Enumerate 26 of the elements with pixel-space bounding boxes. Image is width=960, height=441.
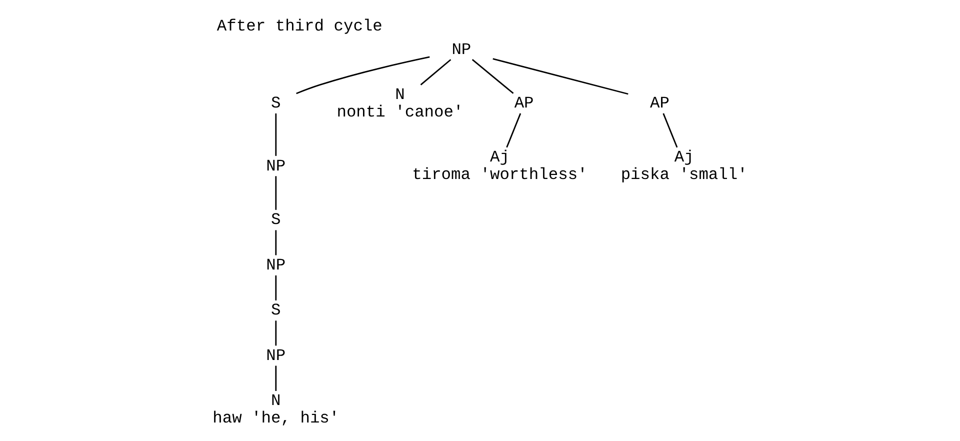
connector bbox=[275, 176, 277, 210]
connector bbox=[492, 58, 628, 95]
diagram-title: After third cycle bbox=[216, 16, 382, 36]
node-text: NP bbox=[266, 255, 286, 274]
node-text: AP bbox=[514, 94, 534, 113]
node-text: NP bbox=[266, 156, 286, 176]
connector bbox=[662, 113, 678, 148]
node-text: S bbox=[271, 94, 281, 113]
node-text: Aj piska 'small' bbox=[620, 148, 748, 184]
node-text: NP bbox=[452, 40, 472, 59]
node-text: S bbox=[271, 300, 281, 320]
node-text: N nonti 'canoe' bbox=[336, 84, 464, 122]
connector bbox=[275, 320, 277, 346]
connector bbox=[275, 275, 277, 300]
connector bbox=[275, 113, 277, 156]
connector bbox=[275, 366, 277, 391]
connector bbox=[296, 56, 430, 94]
node-text: Aj tiroma 'worthless' bbox=[412, 148, 588, 184]
connector bbox=[506, 113, 522, 148]
node-text: AP bbox=[650, 94, 670, 113]
node-text: S bbox=[271, 210, 281, 230]
connector bbox=[420, 59, 452, 86]
node-text: NP bbox=[266, 346, 286, 365]
connector bbox=[275, 230, 277, 256]
connector bbox=[472, 59, 514, 94]
node-text: N haw 'he, his' bbox=[212, 391, 340, 428]
